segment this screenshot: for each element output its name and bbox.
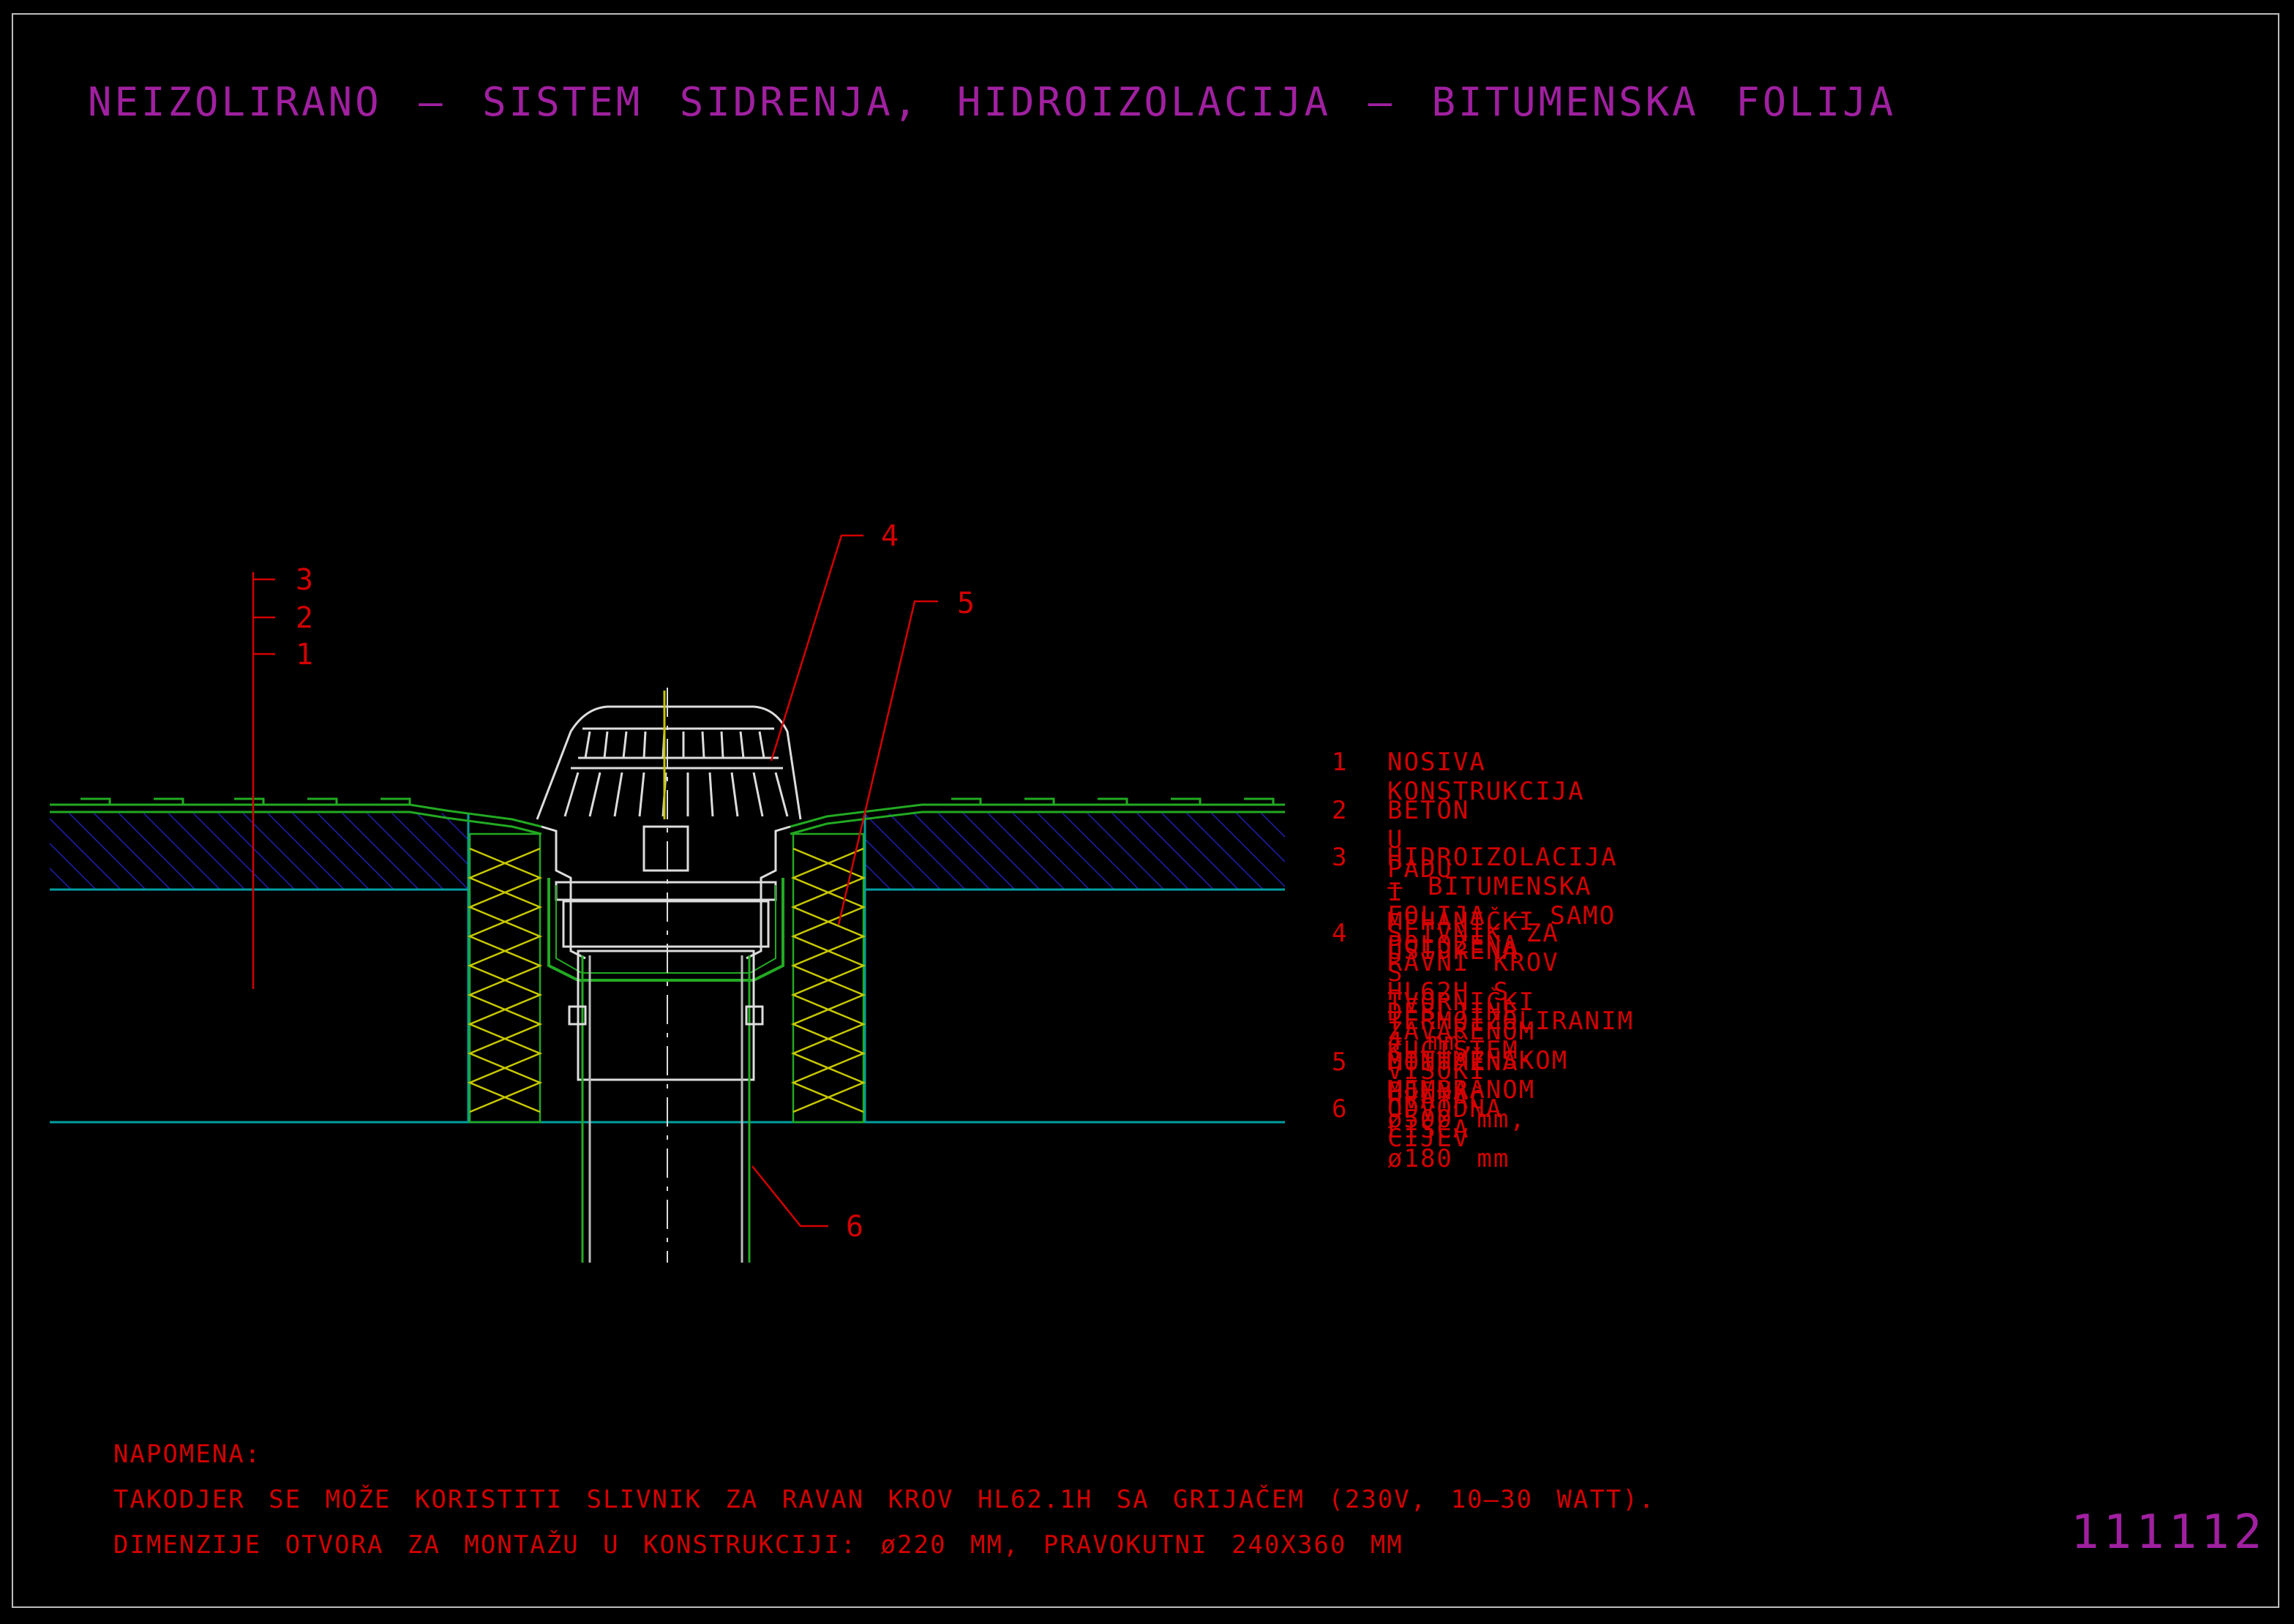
legend-text: DEBLJINE 4 mm, VISOKI HVATAČ LIŠĆA ø180 … [1387, 998, 1519, 1173]
callout-6: 6 [846, 1210, 863, 1244]
drawing-title: NEIZOLIRANO – SISTEM SIDRENJA, HIDROIZOL… [88, 79, 1897, 125]
bitumen-membrane [50, 797, 1285, 835]
callout-2: 2 [296, 601, 313, 635]
legend-text: SLIVNIK ZA RAVNI KROV HL62H S TERMOIZOLI… [1387, 919, 1635, 1065]
drawing-frame [12, 13, 2279, 1608]
callout-5: 5 [957, 587, 975, 620]
callout-3: 3 [296, 563, 313, 597]
legend-text: S TVORNIČKI ZAVARENOM BITUMENSKOM MEMBRA… [1387, 958, 1569, 1134]
drawing-code: 111112 [2071, 1505, 2267, 1560]
note-line-2: DIMENZIJE OTVORA ZA MONTAŽU U KONSTRUKCI… [113, 1530, 1403, 1560]
note-heading: NAPOMENA: [113, 1440, 262, 1469]
concrete-slope-layer-right [865, 813, 1285, 890]
legend-text: I MEHANIČKI USIDRENA [1387, 878, 1536, 966]
legend-text: NOSIVA KONSTRUKCIJA [1387, 748, 1585, 806]
leader-5 [837, 600, 938, 925]
legend-number: 5 [1332, 1048, 1349, 1077]
callout-1: 1 [296, 638, 313, 672]
note-line-1: TAKODJER SE MOŽE KORISTITI SLIVNIK ZA RA… [113, 1485, 1656, 1514]
leader-6 [751, 1165, 828, 1228]
callout-4: 4 [881, 519, 899, 553]
drain-body [541, 825, 791, 1081]
leader-4 [770, 534, 863, 762]
legend-number: 2 [1332, 796, 1349, 825]
legend-text: BETON U PADU [1387, 796, 1470, 884]
concrete-slope-layer-left [50, 813, 468, 890]
legend-number: 3 [1332, 843, 1349, 872]
legend-number: 1 [1332, 748, 1349, 777]
insulation-right [790, 832, 866, 1124]
layer-callout-stack [252, 572, 275, 989]
legend-text: MONTAŽNA PJENA [1387, 1048, 1519, 1106]
legend-text: HIDROIZOLACIJA – BITUMENSKA FOLIJA – SAM… [1387, 843, 1618, 960]
insulation-left [467, 832, 543, 1124]
leaf-catcher [536, 691, 802, 820]
outlet-pipe [568, 955, 764, 1263]
legend-number: 4 [1332, 919, 1349, 948]
legend-number: 6 [1332, 1094, 1349, 1124]
legend-text: ODVODNA CIJEV [1387, 1094, 1503, 1153]
